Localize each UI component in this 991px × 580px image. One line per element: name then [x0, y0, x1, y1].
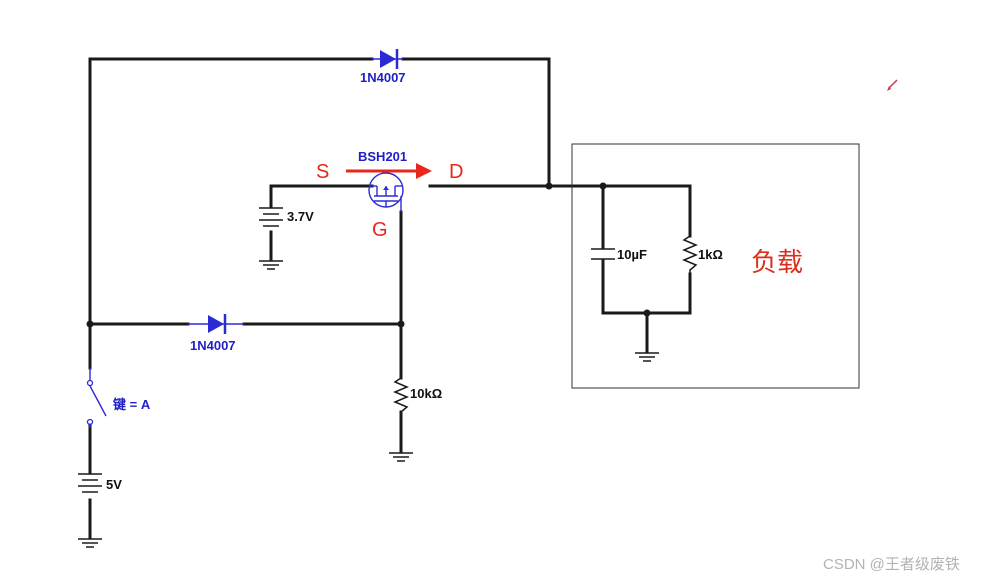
current-arrow-head: [416, 163, 432, 179]
switch-label: 键 = A: [112, 397, 151, 412]
diode-bottom: 1N4007: [188, 314, 244, 353]
battery-3v7: 3.7V: [259, 207, 314, 227]
junction-dot: [599, 182, 607, 190]
junction-dot: [643, 309, 651, 317]
pen-cursor-icon: [887, 79, 898, 91]
battery-3v7-label: 3.7V: [287, 209, 314, 224]
diode-top-label: 1N4007: [360, 70, 406, 85]
resistor-1k-label: 1kΩ: [698, 247, 723, 262]
junctions: [86, 182, 651, 328]
wires: [88, 57, 692, 540]
ground-icon: [389, 452, 413, 462]
mosfet-label: BSH201: [358, 149, 407, 164]
load-box: [571, 143, 860, 389]
ground-icon: [78, 538, 102, 548]
diode-bottom-symbol: [208, 315, 224, 333]
battery-5v-label: 5V: [106, 477, 122, 492]
drain-label: D: [449, 161, 463, 183]
mosfet-bsh201: BSH201: [358, 149, 407, 212]
diode-bottom-label: 1N4007: [190, 338, 236, 353]
ground-icon: [259, 260, 283, 270]
resistor-1k: 1kΩ: [682, 235, 723, 274]
resistor-10k-label: 10kΩ: [410, 386, 442, 401]
capacitor-10uf: 10µF: [591, 247, 647, 262]
junction-dot: [545, 182, 553, 190]
diode-top-symbol: [380, 50, 396, 68]
junction-dot: [397, 320, 405, 328]
gate-label: G: [372, 219, 388, 241]
resistor-10k: 10kΩ: [393, 377, 442, 413]
source-label: S: [316, 161, 329, 183]
switch-key-a: 键 = A: [86, 368, 151, 428]
load-label: 负载: [751, 248, 803, 278]
annotations: S D G: [316, 161, 463, 241]
battery-5v: 5V: [78, 473, 122, 493]
capacitor-label: 10µF: [617, 247, 647, 262]
ground-icon: [635, 352, 659, 362]
diode-top: 1N4007: [360, 49, 406, 85]
watermark: CSDN @王者级废铁: [823, 556, 960, 573]
junction-dot: [86, 320, 94, 328]
